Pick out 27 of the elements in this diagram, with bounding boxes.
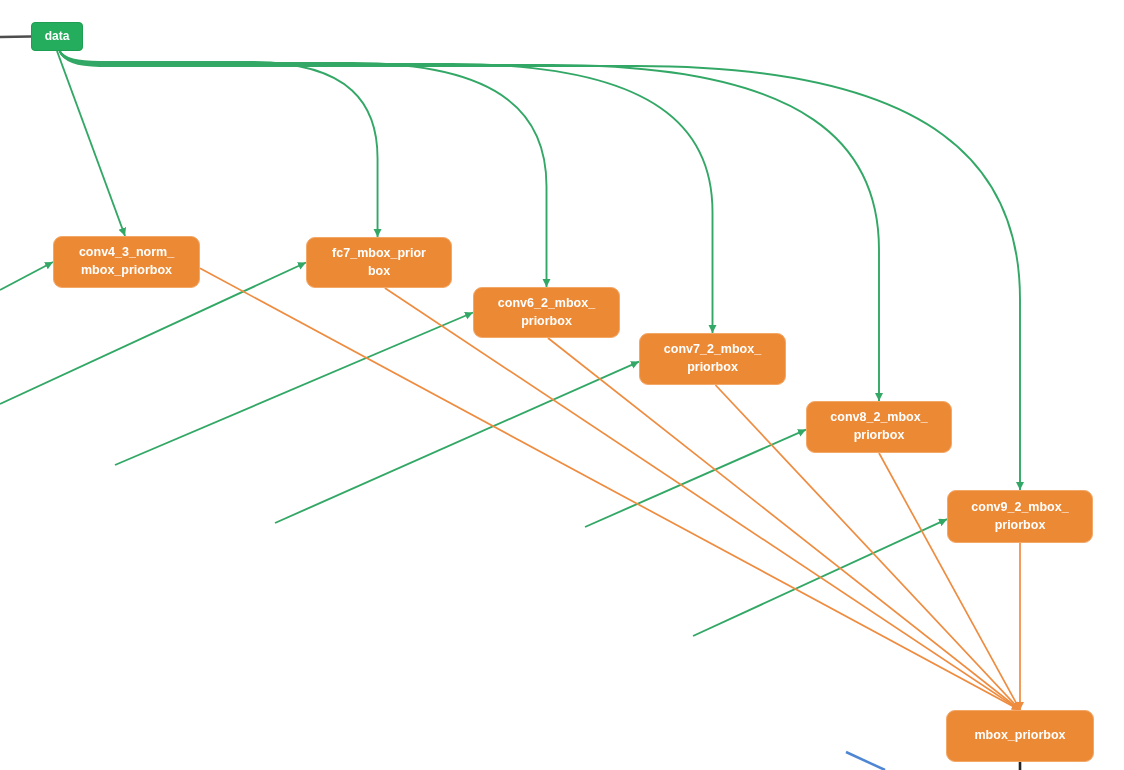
input-node-box [31, 22, 83, 51]
arrow [114, 311, 474, 466]
layer-box [473, 287, 620, 338]
arrow [56, 50, 126, 237]
arrow [58, 50, 883, 402]
node-label: conv4_3_norm_ mbox_priorbox [77, 244, 176, 279]
arrow [274, 360, 640, 524]
node-label: conv6_2_mbox_ priorbox [496, 294, 597, 330]
arrow [58, 50, 1024, 491]
node-label: mbox_priorbox [974, 727, 1066, 745]
layer-box [946, 710, 1094, 762]
arrow [0, 261, 307, 405]
layer-box [53, 236, 200, 288]
arrow [1016, 542, 1024, 711]
arrow [584, 428, 807, 528]
node-label: fc7_mbox_prior box [331, 244, 427, 280]
node-label: data [44, 28, 70, 45]
arrow [692, 518, 948, 637]
connector-line [0, 35, 32, 39]
layer-box [806, 401, 952, 453]
arrow [0, 261, 54, 291]
layer-box [306, 237, 452, 288]
node-label: conv8_2_mbox_ priorbox [829, 409, 929, 444]
layer-box [947, 490, 1093, 543]
node-label: conv9_2_mbox_ priorbox [970, 498, 1070, 534]
node-label: conv7_2_mbox_ priorbox [662, 341, 763, 376]
layer-box [639, 333, 786, 385]
